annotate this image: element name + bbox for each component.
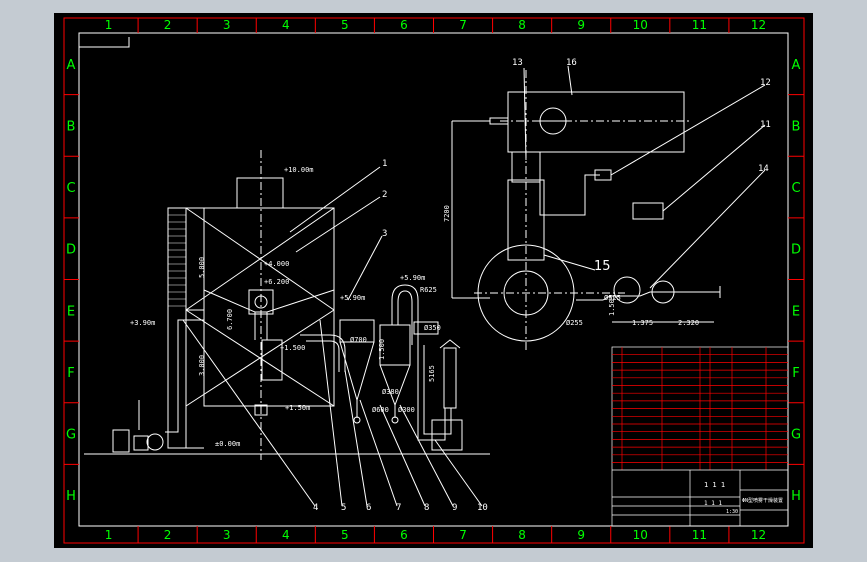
ruler-column-label: 12 <box>751 18 766 32</box>
plan-dim-d525: Ø525 <box>604 294 621 302</box>
ruler-column-label: 2 <box>164 528 172 542</box>
dim-height-upper: 5.000 <box>198 257 206 278</box>
dim-d350: Ø350 <box>424 324 441 332</box>
level-label-ground: ±0.00m <box>215 440 240 448</box>
ruler-column-label: 6 <box>400 18 408 32</box>
ruler-column-label: 1 <box>105 18 113 32</box>
ruler-row-label: G <box>791 428 801 443</box>
ruler-column-label: 1 <box>105 528 113 542</box>
ruler-column-label: 4 <box>282 528 290 542</box>
callout-9: 9 <box>452 503 457 513</box>
callout-5: 5 <box>341 503 346 513</box>
ruler-column-label: 9 <box>577 528 585 542</box>
ruler-column-label: 3 <box>223 18 231 32</box>
scale-text: 1:30 <box>726 509 738 515</box>
title-sub-text: 1 1 1 <box>704 500 722 507</box>
callout-14: 14 <box>758 164 769 174</box>
plan-big-label: 15 <box>594 259 611 274</box>
ruler-row-label: F <box>792 366 799 381</box>
ruler-row-label: H <box>66 489 76 504</box>
ruler-row-label: E <box>792 304 800 319</box>
dim-r625: R625 <box>420 286 437 294</box>
sheet-background <box>54 13 813 548</box>
ruler-column-label: 10 <box>633 18 648 32</box>
callout-1: 1 <box>382 159 387 169</box>
ruler-row-label: B <box>792 119 801 134</box>
ruler-row-label: C <box>66 181 75 196</box>
ruler-row-label: C <box>791 181 800 196</box>
title-center-text: 1 1 1 <box>704 481 725 489</box>
ruler-row-label: E <box>67 304 75 319</box>
ruler-column-label: 8 <box>518 528 526 542</box>
level-label-inner-3: +1.500 <box>280 344 305 352</box>
ruler-column-label: 11 <box>692 528 707 542</box>
ruler-column-label: 5 <box>341 528 349 542</box>
ruler-row-label: A <box>67 58 76 73</box>
drawing-name: ΦN型喷雾干燥装置 <box>742 497 783 504</box>
level-label-right: +5.90m <box>400 274 425 282</box>
callout-7: 7 <box>396 503 401 513</box>
plan-dim-7200: 7200 <box>443 205 451 222</box>
ruler-row-label: G <box>66 428 76 443</box>
ruler-column-label: 10 <box>633 528 648 542</box>
ruler-row-label: H <box>791 489 801 504</box>
ruler-column-label: 7 <box>459 18 467 32</box>
title-block <box>611 346 789 527</box>
callout-11: 11 <box>760 120 771 130</box>
callout-16: 16 <box>566 58 577 68</box>
plan-dim-1375: 1.375 <box>632 319 653 327</box>
callout-6: 6 <box>366 503 371 513</box>
dim-d380: Ø380 <box>382 388 399 396</box>
ruler-column-label: 2 <box>164 18 172 32</box>
corner-title-tab <box>79 37 130 48</box>
plan-dim-1505: 1.505 <box>608 295 616 316</box>
callout-13: 13 <box>512 58 523 68</box>
dim-6700: 6.700 <box>226 309 234 330</box>
level-label-left: +3.90m <box>130 319 155 327</box>
ruler-column-label: 8 <box>518 18 526 32</box>
callout-10: 10 <box>477 503 488 513</box>
ruler-column-label: 6 <box>400 528 408 542</box>
level-label-lower: +1.50m <box>285 404 310 412</box>
callout-3: 3 <box>382 229 387 239</box>
level-label-mid: +5.90m <box>340 294 365 302</box>
dim-height-lower: 3.000 <box>198 355 206 376</box>
callout-12: 12 <box>760 78 771 88</box>
callout-2: 2 <box>382 190 387 200</box>
callout-8: 8 <box>424 503 429 513</box>
dim-d700: Ø700 <box>350 336 367 344</box>
level-label-inner-2: +6.200 <box>264 278 289 286</box>
level-label-top: +10.00m <box>284 166 314 174</box>
ruler-column-label: 3 <box>223 528 231 542</box>
callout-4: 4 <box>313 503 318 513</box>
plan-view <box>451 65 766 350</box>
ruler-row-label: A <box>792 58 801 73</box>
ruler-row-label: D <box>791 243 801 258</box>
ruler-column-label: 5 <box>341 18 349 32</box>
ruler-column-label: 11 <box>692 18 707 32</box>
ruler-row-label: F <box>67 366 74 381</box>
ruler-column-label: 4 <box>282 18 290 32</box>
plan-dim-2320: 2.320 <box>678 319 699 327</box>
ruler-row-label: D <box>66 243 76 258</box>
ruler-column-label: 12 <box>751 528 766 542</box>
elevation-view <box>84 150 490 507</box>
dim-d600: Ø600 <box>372 406 389 414</box>
level-label-inner-1: +4.000 <box>264 260 289 268</box>
dim-5165: 5165 <box>428 365 436 382</box>
ruler-column-label: 9 <box>577 18 585 32</box>
dim-1500: 1.500 <box>378 339 386 360</box>
ruler-row-label: B <box>67 119 76 134</box>
ruler-column-label: 7 <box>459 528 467 542</box>
dim-d300: Ø300 <box>398 406 415 414</box>
plan-dim-d255: Ø255 <box>566 319 583 327</box>
